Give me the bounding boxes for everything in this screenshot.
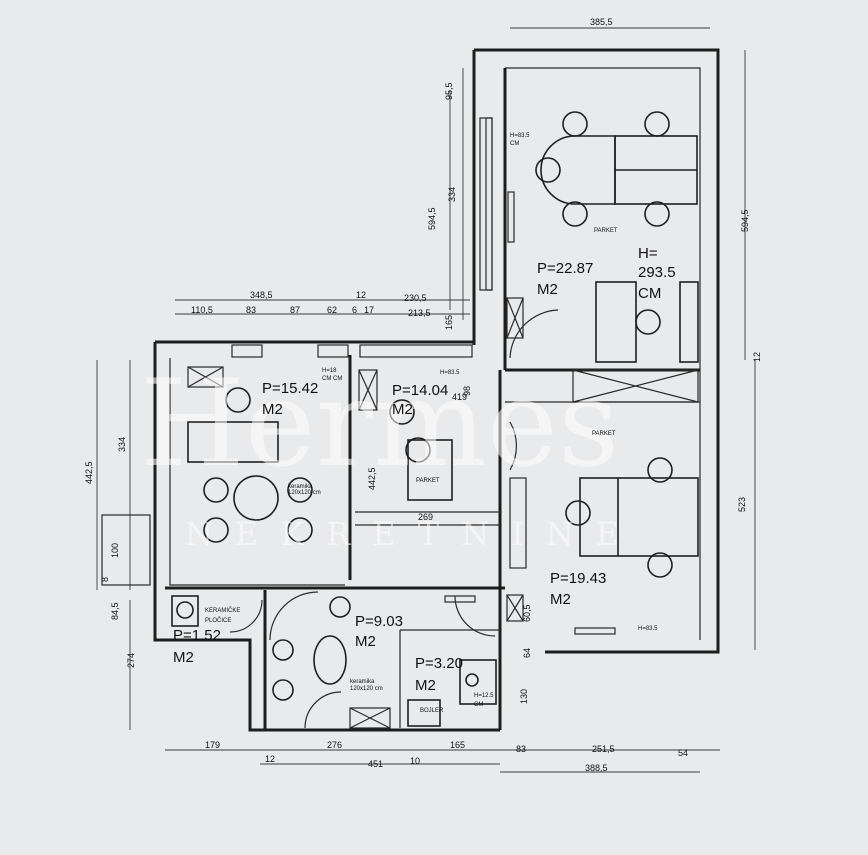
room-unit-label: M2 (415, 677, 436, 694)
dim-text: 165 (450, 740, 465, 750)
floor-ceramic-label: keramika (288, 484, 313, 490)
dim-text: 10 (410, 756, 420, 766)
dim-text: 17 (364, 305, 374, 315)
room-unit-label: M2 (537, 281, 558, 298)
room-area-label: P=3.20 (415, 655, 463, 672)
window-height-unit: CM (474, 702, 483, 708)
dim-text: 110,5 (191, 305, 213, 315)
furniture (171, 111, 699, 727)
dim-text: 388,5 (585, 763, 608, 773)
ceiling-height-value: 293.5 (638, 264, 676, 281)
dim-text: 8 (100, 577, 110, 582)
dim-text: 12 (752, 352, 762, 362)
window-height-unit: CM (510, 141, 519, 147)
dim-text: 130 (519, 689, 529, 704)
room-area-label: P=9.03 (355, 613, 403, 630)
ceiling-height-label: H= (638, 245, 658, 262)
dim-text: 251,5 (592, 744, 615, 754)
watermark: Hermes NEKRETNINE (140, 355, 641, 553)
dim-text: 419 (452, 392, 467, 402)
dim-text: 98 (462, 386, 472, 396)
window-height-label: H=18 (322, 368, 337, 374)
dim-text: 64 (522, 648, 532, 658)
dim-text: 54 (678, 748, 688, 758)
dim-text: 276 (327, 740, 342, 750)
dim-text: 594,5 (740, 209, 750, 232)
dim-text: 165 (444, 315, 454, 330)
annotations: PARKET PARKET PARKET keramika 120x120 cm… (205, 133, 658, 714)
floor-ceramic-size: 120x120 cm (350, 686, 383, 692)
room-area-label: P=22.87 (537, 260, 593, 277)
dim-text: 348,5 (250, 290, 273, 300)
ceiling-height-unit: CM (638, 285, 661, 302)
room-area-label: P=1.52 (173, 627, 221, 644)
dimension-texts: 385,5 95,5 594,5 334 594,5 12 348,5 12 2… (84, 17, 762, 773)
room-unit-label: M2 (173, 649, 194, 666)
window-height-label: H=83.5 (638, 626, 658, 632)
floor-parket-label: PARKET (416, 478, 440, 484)
dim-text: 334 (447, 187, 457, 202)
dim-text: 87 (290, 305, 300, 315)
dim-text: 60,5 (522, 604, 532, 622)
dim-text: 213,5 (408, 308, 431, 318)
watermark-subtitle: NEKRETNINE (185, 515, 641, 553)
boiler-label: BOJLER (420, 708, 444, 714)
window-height-unit: CM CM (322, 376, 342, 382)
room-area-label: P=14.04 (392, 382, 448, 399)
shaft-boxes (187, 297, 699, 729)
dim-text: 269 (418, 512, 433, 522)
dim-text: 594,5 (427, 207, 437, 230)
dim-text: 179 (205, 740, 220, 750)
dim-text: 83 (516, 744, 526, 754)
dim-text: 442,5 (84, 461, 94, 484)
dim-text: 100 (110, 543, 120, 558)
dim-text: 84,5 (110, 602, 120, 620)
windows (231, 117, 616, 635)
window-height-label: H=83.5 (440, 370, 460, 376)
room-labels: P=22.87 M2 P=15.42 M2 P=14.04 M2 P=19.43… (173, 245, 676, 694)
floor-parket-label: PARKET (594, 228, 618, 234)
dim-text: 451 (368, 759, 383, 769)
dim-text: 385,5 (590, 17, 613, 27)
room-unit-label: M2 (355, 633, 376, 650)
window-height-label: H=12.5 (474, 693, 494, 699)
doors (229, 309, 559, 729)
room-area-label: P=15.42 (262, 380, 318, 397)
dim-text: 12 (265, 754, 275, 764)
dim-text: 95,5 (444, 82, 454, 100)
floor-parket-label: PARKET (592, 431, 616, 437)
dim-text: 442,5 (367, 467, 377, 490)
watermark-brand: Hermes (140, 355, 619, 494)
dimension-lines (96, 27, 756, 773)
dim-text: 83 (246, 305, 256, 315)
room-unit-label: M2 (392, 401, 413, 418)
dim-text: 230,5 (404, 293, 427, 303)
window-height-label: H=83.5 (510, 133, 530, 139)
dim-text: 334 (117, 437, 127, 452)
dim-text: 523 (737, 497, 747, 512)
room-unit-label: M2 (550, 591, 571, 608)
floor-tiles-label: PLOČICE (205, 617, 231, 624)
floor-ceramic-label: keramika (350, 679, 375, 685)
room-area-label: P=19.43 (550, 570, 606, 587)
dim-text: 12 (356, 290, 366, 300)
room-unit-label: M2 (262, 401, 283, 418)
dim-text: 274 (126, 653, 136, 668)
floor-ceramic-size: 120x120 cm (288, 490, 321, 496)
dim-text: 6 (352, 305, 357, 315)
dim-text: 62 (327, 305, 337, 315)
floor-tiles-label: KERAMIČKE (205, 607, 240, 614)
